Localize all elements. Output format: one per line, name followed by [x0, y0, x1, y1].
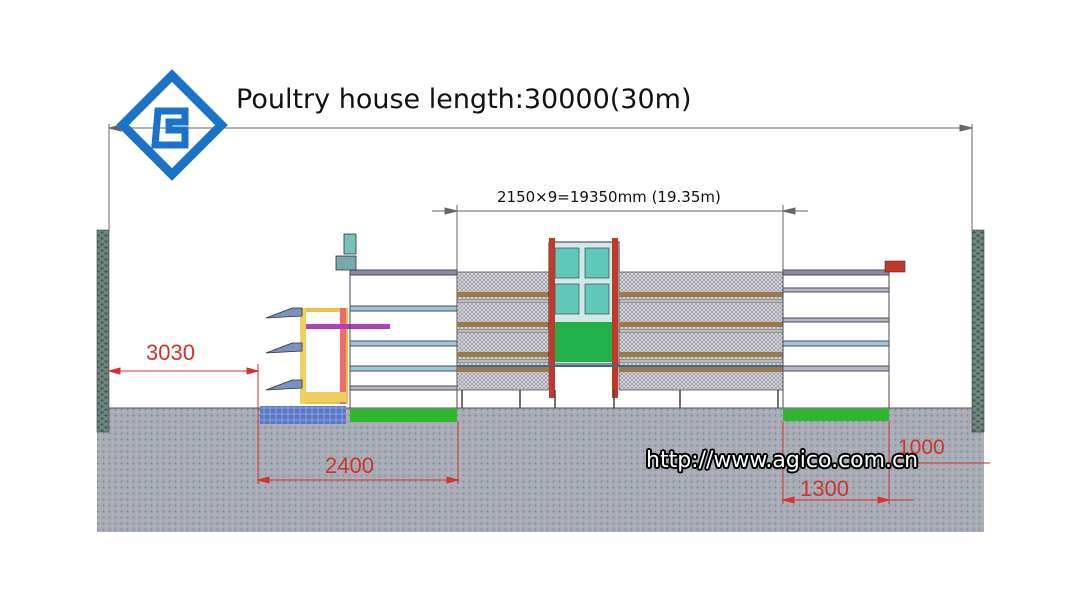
left-wall	[96, 229, 110, 433]
cage-legs	[461, 390, 779, 408]
page-title: Poultry house length:30000(30m)	[236, 84, 692, 115]
end-gap-label: 3030	[146, 340, 195, 365]
ground-slab	[97, 408, 984, 532]
cage-run-dimension	[432, 205, 808, 270]
cage-rows-left	[456, 271, 550, 391]
left-end-unit	[260, 307, 390, 424]
agico-logo-icon	[116, 69, 228, 181]
motor-unit	[335, 233, 357, 271]
center-tower	[548, 238, 620, 398]
watermark-url: http://www.agico.com.cn	[646, 448, 919, 473]
rear-gap-label: 1000	[898, 436, 945, 459]
right-tier-frame	[782, 269, 890, 408]
red-dimension-lines	[107, 364, 990, 504]
fan-box	[884, 260, 906, 273]
cage-run-label: 2150×9=19350mm (19.35m)	[497, 188, 721, 206]
right-wall	[971, 229, 985, 433]
front-area-label: 2400	[325, 453, 374, 478]
left-green-pad	[350, 409, 457, 422]
overall-length-dimension	[108, 124, 973, 230]
right-green-pad	[783, 409, 889, 421]
left-tier-frame	[349, 269, 458, 408]
rear-area-label: 1300	[800, 476, 849, 501]
